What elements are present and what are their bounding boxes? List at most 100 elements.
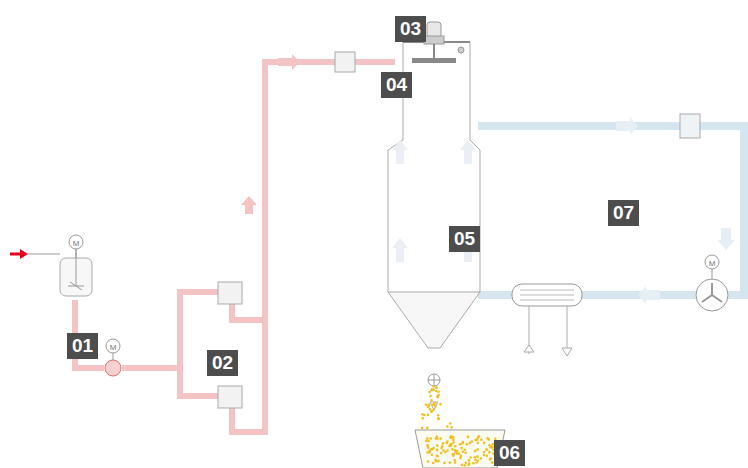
- powder-grain: [489, 446, 492, 449]
- powder-grain: [474, 439, 477, 442]
- powder-grain: [443, 462, 446, 465]
- powder-grain: [463, 448, 466, 451]
- powder-grain: [437, 391, 440, 394]
- callout-number: 06: [494, 440, 525, 466]
- powder: [421, 385, 497, 467]
- powder-grain: [438, 418, 441, 421]
- powder-grain: [458, 452, 461, 455]
- callout-number: 05: [449, 226, 480, 252]
- powder-grain: [427, 440, 430, 443]
- powder-grain: [452, 441, 455, 444]
- powder-grain: [437, 417, 440, 420]
- droplet-line: [433, 66, 436, 340]
- powder-grain: [426, 427, 429, 430]
- powder-grain: [428, 451, 431, 454]
- svg-text:M: M: [110, 343, 117, 352]
- powder-grain: [421, 427, 424, 430]
- powder-grain: [427, 404, 430, 407]
- powder-grain: [432, 409, 435, 412]
- powder-grain: [469, 456, 472, 459]
- powder-grain: [446, 440, 449, 443]
- powder-grain: [488, 451, 491, 454]
- powder-grain: [474, 450, 477, 453]
- powder-grain: [451, 448, 454, 451]
- powder-grain: [483, 454, 486, 457]
- powder-grain: [430, 437, 433, 440]
- powder-grain: [489, 457, 492, 460]
- powder-grain: [477, 460, 480, 463]
- callout-number: 01: [67, 333, 98, 359]
- powder-grain: [467, 464, 470, 467]
- powder-grain: [430, 399, 433, 402]
- powder-grain: [483, 451, 486, 454]
- droplet-line: [421, 66, 424, 340]
- powder-grain: [452, 438, 455, 441]
- powder-grain: [427, 414, 430, 417]
- powder-grain: [436, 449, 439, 452]
- powder-grain: [446, 449, 449, 452]
- powder-grain: [431, 448, 434, 451]
- powder-grain: [488, 438, 491, 441]
- droplet-line: [427, 66, 430, 340]
- droplet-line: [439, 66, 442, 340]
- powder-grain: [426, 437, 429, 440]
- powder-grain: [452, 453, 455, 456]
- powder-grain: [435, 386, 438, 389]
- powder-grain: [437, 414, 440, 417]
- callout-number: 03: [395, 16, 426, 42]
- powder-grain: [437, 396, 440, 399]
- powder-grain: [430, 410, 433, 413]
- svg-text:M: M: [709, 259, 716, 268]
- powder-grain: [435, 386, 438, 389]
- powder-grain: [460, 447, 463, 450]
- powder-grain: [437, 460, 440, 463]
- powder-grain: [435, 437, 438, 440]
- powder-grain: [444, 451, 447, 454]
- powder-grain: [427, 460, 430, 463]
- powder-grain: [449, 461, 452, 464]
- powder-grain: [472, 462, 475, 465]
- powder-grain: [486, 455, 489, 458]
- powder-grain: [439, 437, 442, 440]
- powder-grain: [429, 408, 432, 411]
- powder-grain: [454, 445, 457, 448]
- powder-grain: [464, 464, 467, 467]
- callout-number: 04: [381, 72, 412, 98]
- droplet-line: [451, 66, 454, 340]
- powder-grain: [427, 446, 430, 449]
- powder-grain: [429, 395, 432, 398]
- powder-grain: [426, 444, 429, 447]
- spray-droplets: [416, 66, 452, 340]
- powder-grain: [483, 442, 486, 445]
- powder-grain: [461, 464, 464, 467]
- powder-grain: [430, 389, 433, 392]
- powder-grain: [485, 448, 488, 451]
- powder-grain: [441, 445, 444, 448]
- callout-number: 02: [207, 350, 238, 376]
- powder-grain: [450, 426, 453, 429]
- powder-grain: [436, 444, 439, 447]
- powder-grain: [448, 445, 451, 448]
- powder-grain: [474, 456, 477, 459]
- powder-grain: [462, 451, 465, 454]
- svg-text:M: M: [73, 239, 80, 248]
- powder-grain: [436, 455, 439, 458]
- powder-grain: [450, 443, 453, 446]
- powder-grain: [452, 436, 455, 439]
- powder-grain: [434, 405, 437, 408]
- powder-grain: [425, 440, 428, 443]
- powder-grain: [428, 391, 431, 394]
- powder-grain: [432, 385, 435, 388]
- powder-grain: [454, 459, 457, 462]
- powder-grain: [476, 448, 479, 451]
- powder-grain: [449, 422, 452, 425]
- powder-grain: [425, 403, 428, 406]
- powder-grain: [440, 452, 443, 455]
- powder-grain: [469, 442, 472, 445]
- powder-grain: [432, 462, 435, 465]
- powder-grain: [480, 439, 483, 442]
- powder-grain: [476, 455, 479, 458]
- powder-grain: [436, 395, 439, 398]
- powder-grain: [454, 461, 457, 464]
- powder-grain: [437, 455, 440, 458]
